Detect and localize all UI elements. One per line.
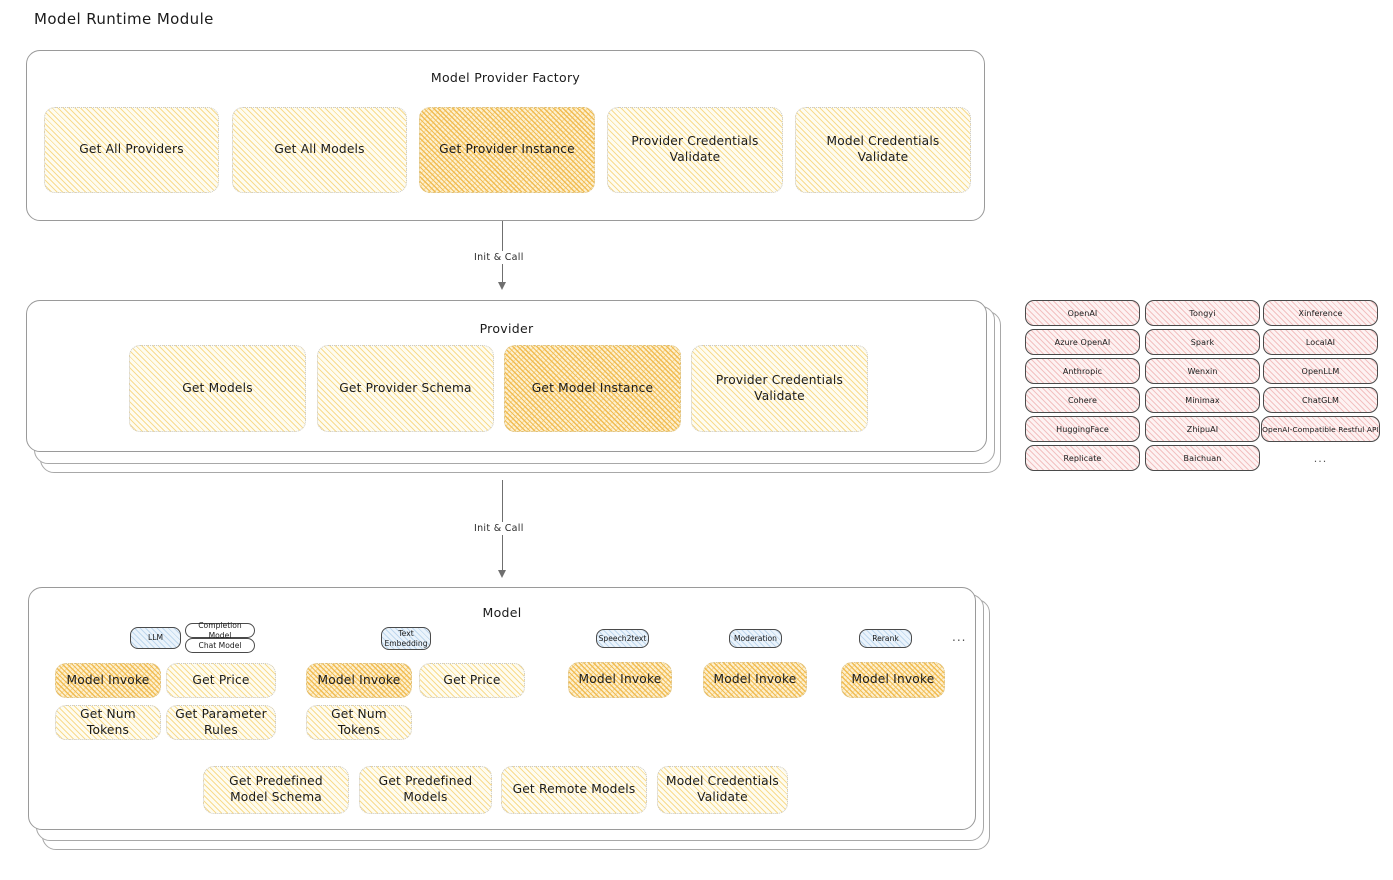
provider-chip-chatglm[interactable]: ChatGLM [1263, 387, 1378, 413]
provider-method-provider-credentials-validate[interactable]: Provider Credentials Validate [691, 345, 868, 432]
model-type-chip-moderation[interactable]: Moderation [729, 629, 782, 648]
speech2text-method-model-invoke[interactable]: Model Invoke [568, 662, 672, 698]
provider-chip-zhipuai[interactable]: ZhipuAI [1145, 416, 1260, 442]
model-common-method-get-predefined-models[interactable]: Get Predefined Models [359, 766, 492, 814]
provider-chip-xinference[interactable]: Xinference [1263, 300, 1378, 326]
arrow-factory-to-provider-head [498, 282, 506, 290]
model-panel-title: Model [482, 605, 522, 620]
model-subtype-chip-chat-model[interactable]: Chat Model [185, 638, 255, 653]
provider-method-get-models[interactable]: Get Models [129, 345, 306, 432]
provider-chip-openai[interactable]: OpenAI [1025, 300, 1140, 326]
moderation-method-model-invoke[interactable]: Model Invoke [703, 662, 807, 698]
arrow-provider-to-model-label: Init & Call [470, 522, 528, 535]
model-type-chip-speech2text[interactable]: Speech2text [596, 629, 649, 648]
factory-method-provider-credentials-validate[interactable]: Provider Credentials Validate [607, 107, 783, 193]
arrow-provider-to-model-head [498, 570, 506, 578]
arrow-factory-to-provider-label: Init & Call [470, 251, 528, 264]
provider-chip-replicate[interactable]: Replicate [1025, 445, 1140, 471]
model-subtype-chip-completion-model[interactable]: Completion Model [185, 621, 255, 640]
provider-chip-openai-compatible-restful-api[interactable]: OpenAI-Compatible Restful API [1261, 416, 1380, 442]
provider-chip-azure-openai[interactable]: Azure OpenAI [1025, 329, 1140, 355]
model-common-method-get-remote-models[interactable]: Get Remote Models [501, 766, 647, 814]
llm-method-get-num-tokens[interactable]: Get Num Tokens [55, 705, 161, 740]
model-type-chip-llm[interactable]: LLM [130, 627, 181, 649]
provider-chip-openllm[interactable]: OpenLLM [1263, 358, 1378, 384]
provider-method-get-model-instance[interactable]: Get Model Instance [504, 345, 681, 432]
text-embedding-method-get-price[interactable]: Get Price [419, 663, 525, 698]
llm-method-get-price[interactable]: Get Price [166, 663, 276, 698]
provider-list-more-dots: ... [1313, 452, 1328, 465]
provider-chip-localai[interactable]: LocalAI [1263, 329, 1378, 355]
provider-chip-cohere[interactable]: Cohere [1025, 387, 1140, 413]
model-common-method-model-credentials-validate[interactable]: Model Credentials Validate [657, 766, 788, 814]
model-types-more-dots: ... [952, 630, 967, 644]
model-provider-factory-title: Model Provider Factory [430, 70, 581, 85]
provider-chip-huggingface[interactable]: HuggingFace [1025, 416, 1140, 442]
provider-panel-title: Provider [479, 321, 534, 336]
text-embedding-method-model-invoke[interactable]: Model Invoke [306, 663, 412, 698]
rerank-method-model-invoke[interactable]: Model Invoke [841, 662, 945, 698]
factory-method-get-all-models[interactable]: Get All Models [232, 107, 407, 193]
model-type-chip-rerank[interactable]: Rerank [859, 629, 912, 648]
provider-chip-spark[interactable]: Spark [1145, 329, 1260, 355]
provider-chip-wenxin[interactable]: Wenxin [1145, 358, 1260, 384]
provider-method-get-provider-schema[interactable]: Get Provider Schema [317, 345, 494, 432]
llm-method-model-invoke[interactable]: Model Invoke [55, 663, 161, 698]
text-embedding-method-get-num-tokens[interactable]: Get Num Tokens [306, 705, 412, 740]
provider-chip-tongyi[interactable]: Tongyi [1145, 300, 1260, 326]
factory-method-get-all-providers[interactable]: Get All Providers [44, 107, 219, 193]
provider-chip-minimax[interactable]: Minimax [1145, 387, 1260, 413]
page-title: Model Runtime Module [34, 10, 214, 28]
provider-chip-anthropic[interactable]: Anthropic [1025, 358, 1140, 384]
provider-chip-baichuan[interactable]: Baichuan [1145, 445, 1260, 471]
model-common-method-get-predefined-model-schema[interactable]: Get Predefined Model Schema [203, 766, 349, 814]
llm-method-get-parameter-rules[interactable]: Get Parameter Rules [166, 705, 276, 740]
factory-method-get-provider-instance[interactable]: Get Provider Instance [419, 107, 595, 193]
model-type-chip-text-embedding[interactable]: Text Embedding [381, 627, 431, 650]
factory-method-model-credentials-validate[interactable]: Model Credentials Validate [795, 107, 971, 193]
